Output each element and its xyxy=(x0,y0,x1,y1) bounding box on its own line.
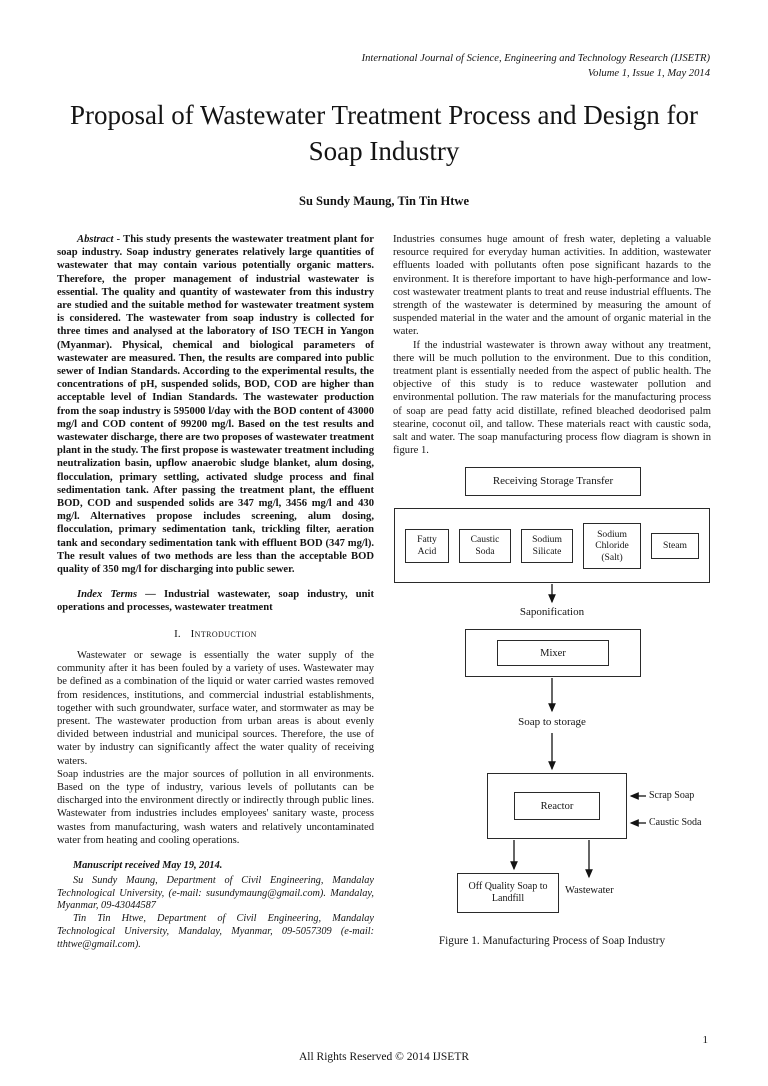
raw-materials-box: Fatty Acid Caustic Soda Sodium Silicate … xyxy=(394,508,710,584)
mixer-box: Mixer xyxy=(497,640,609,667)
figure1-caption: Figure 1. Manufacturing Process of Soap … xyxy=(438,935,666,948)
reactor-box: Reactor xyxy=(514,792,600,821)
right-paragraph-2: If the industrial wastewater is thrown a… xyxy=(393,339,711,457)
paper-title: Proposal of Wastewater Treatment Process… xyxy=(70,100,698,166)
saponification-label: Saponification xyxy=(519,606,585,619)
caustic-soda-label: Caustic Soda xyxy=(649,817,702,829)
footer-copyright: All Rights Reserved © 2014 IJSETR xyxy=(298,1051,470,1063)
figure1-flow-diagram: Receiving Storage Transfer Fatty Acid Ca… xyxy=(393,467,711,919)
author1-affiliation: Su Sundy Maung, Department of Civil Engi… xyxy=(57,874,374,912)
section-title: Introduction xyxy=(190,627,257,640)
index-terms-text: Industrial wastewater, soap industry, un… xyxy=(57,589,375,614)
authors: Su Sundy Maung, Tin Tin Htwe xyxy=(299,194,469,208)
journal-issue: Volume 1, Issue 1, May 2014 xyxy=(587,67,710,79)
reactor-outer-box: Reactor xyxy=(487,773,627,840)
input-sodium-chloride: Sodium Chloride (Salt) xyxy=(583,522,641,569)
intro-paragraph-1: Wastewater or sewage is essentially the … xyxy=(57,649,374,767)
section-number: I. xyxy=(174,627,181,640)
input-caustic-soda: Caustic Soda xyxy=(459,528,511,563)
soap-to-storage-label: Soap to storage xyxy=(518,716,586,729)
page-number: 1 xyxy=(702,1034,709,1046)
section-heading-introduction: I. Introduction xyxy=(57,628,374,641)
input-sodium-silicate: Sodium Silicate xyxy=(521,528,573,563)
input-fatty-acid: Fatty Acid xyxy=(405,528,449,563)
index-terms: Index Terms — Industrial wastewater, soa… xyxy=(57,588,374,614)
intro-paragraph-2: Soap industries are the major sources of… xyxy=(57,768,374,846)
wastewater-label: Wastewater xyxy=(565,885,614,897)
off-quality-soap-box: Off Quality Soap to Landfill xyxy=(457,873,559,914)
input-steam: Steam xyxy=(651,532,699,559)
index-terms-label: Index Terms — xyxy=(77,589,156,601)
scrap-soap-label: Scrap Soap xyxy=(649,790,695,802)
mixer-outer-box: Mixer xyxy=(465,629,641,678)
receiving-storage-box: Receiving Storage Transfer xyxy=(465,467,641,497)
abstract-label: Abstract - xyxy=(77,234,121,245)
left-column: Abstract - This study presents the waste… xyxy=(57,233,374,952)
right-paragraph-1: Industries consumes huge amount of fresh… xyxy=(393,234,711,338)
journal-name: International Journal of Science, Engine… xyxy=(361,53,710,64)
abstract-paragraph: Abstract - This study presents the waste… xyxy=(57,233,374,576)
manuscript-received: Manuscript received May 19, 2014. xyxy=(73,859,223,871)
right-column: Industries consumes huge amount of fresh… xyxy=(393,233,711,952)
journal-header: International Journal of Science, Engine… xyxy=(362,52,710,82)
abstract-text: This study presents the wastewater treat… xyxy=(57,234,375,576)
author2-affiliation: Tin Tin Htwe, Department of Civil Engine… xyxy=(57,913,374,950)
author-footnote: Manuscript received May 19, 2014. Su Sun… xyxy=(57,860,374,952)
two-column-body: Abstract - This study presents the waste… xyxy=(57,233,711,952)
